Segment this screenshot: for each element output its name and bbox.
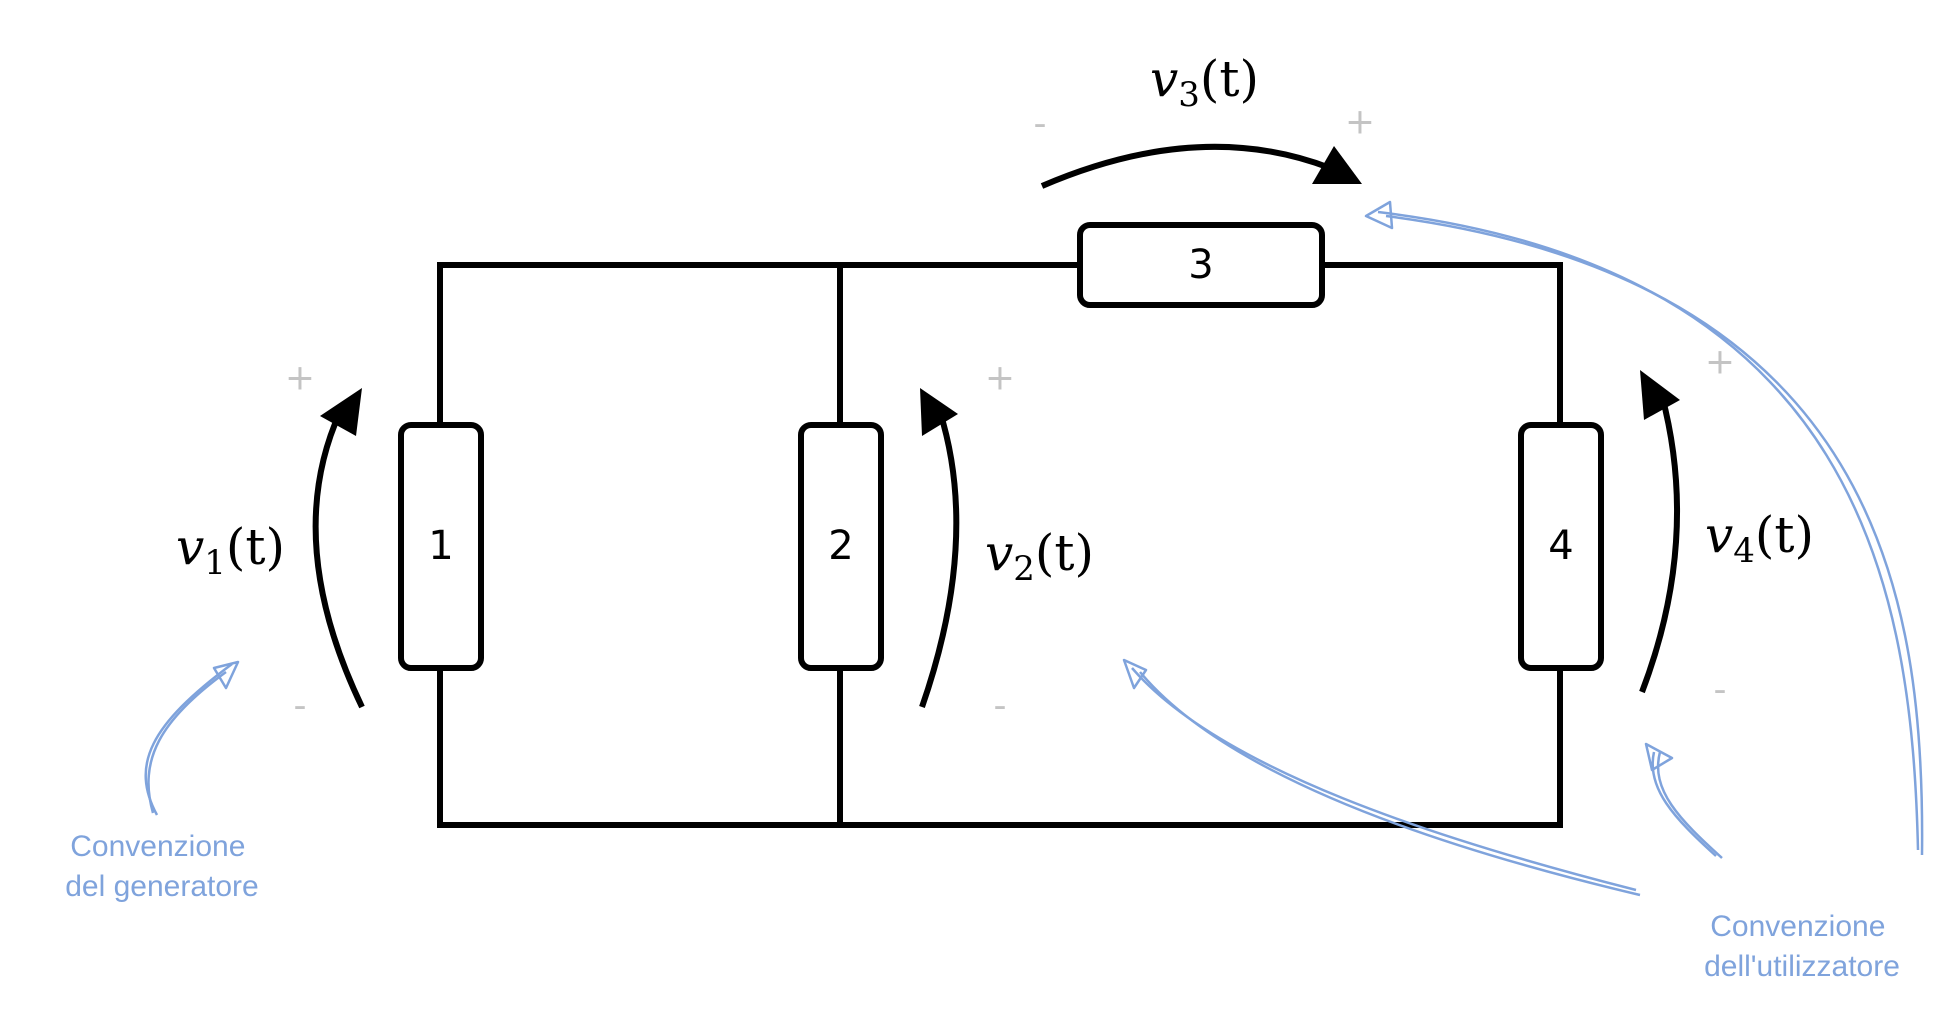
voltage-arrow-v1 [312,388,365,709]
annotation-generator: Convenzione del generatore [65,830,258,903]
polarity-minus-v4: - [1714,670,1727,711]
component-4-label: 4 [1548,523,1573,569]
annotation-pointer-user-3 [1364,200,1924,856]
component-3: 3 [1077,222,1325,308]
wire-outer-left-top [437,262,1080,425]
voltage-label-v1: v1(t) [176,518,285,583]
voltage-arrow-v3 [1040,143,1362,189]
component-3-label: 3 [1188,242,1213,288]
annotation-pointer-user-2 [1644,742,1723,859]
circuit-wires [437,262,1563,828]
voltage-label-v3: v3(t) [1150,50,1259,115]
component-1: 1 [398,422,484,671]
polarity-minus-v3: - [1034,104,1047,145]
polarity-minus-v2: - [994,686,1007,727]
component-1-label: 1 [428,523,453,569]
component-2-label: 2 [828,523,853,569]
annotation-pointer-generator [144,660,240,816]
wire-bottom [437,668,1563,828]
polarity-minus-v1: - [294,686,307,727]
voltage-arrow-v2 [919,388,960,708]
polarity-plus-v4: + [1705,342,1735,383]
component-4: 4 [1518,422,1604,671]
annotation-user: Convenzione dell'utilizzatore [1704,910,1900,983]
annotation-pointer-user-1 [1122,658,1641,897]
polarity-plus-v2: + [985,358,1015,399]
voltage-arrow-v4 [1639,370,1681,694]
voltage-label-v2: v2(t) [985,524,1094,589]
polarity-plus-v3: + [1345,102,1375,143]
component-2: 2 [798,422,884,671]
wire-top-right [1322,262,1563,425]
voltage-label-v4: v4(t) [1705,506,1814,571]
polarity-plus-v1: + [285,358,315,399]
